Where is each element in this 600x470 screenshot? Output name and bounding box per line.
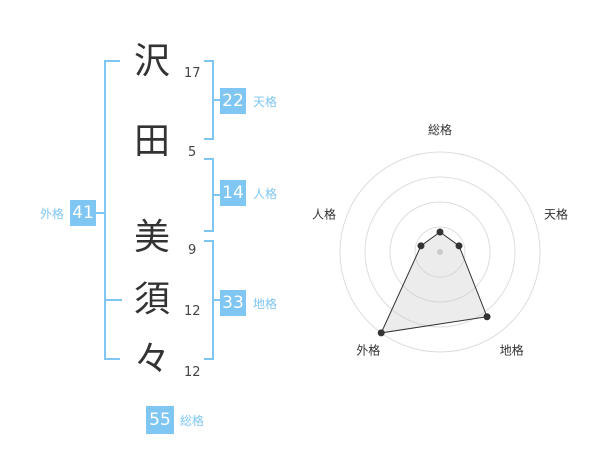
radar-point-2 (455, 242, 463, 250)
stroke-count-2: 5 (188, 145, 197, 160)
stroke-count-5: 12 (184, 365, 201, 380)
chikaku-bracket (204, 240, 220, 360)
tenkaku-label: 天格 (253, 95, 278, 109)
radar-point-5 (417, 242, 425, 250)
jinkaku-bracket (204, 158, 220, 232)
radar-axis-label-3: 地格 (500, 343, 524, 358)
chikaku-label: 地格 (253, 297, 278, 311)
gaikaku-bracket (96, 60, 122, 360)
stroke-count-3: 9 (188, 243, 197, 258)
gaikaku-value-badge: 41 (70, 200, 96, 226)
radar-axis-label-4: 外格 (356, 343, 380, 358)
soukaku-label: 総格 (180, 414, 205, 428)
name-char-5: 々 (133, 339, 170, 380)
gaikaku-label: 外格 (40, 207, 65, 221)
tenkaku-bracket (204, 60, 220, 140)
jinkaku-label: 人格 (253, 187, 278, 201)
radar-series-polygon (380, 231, 488, 334)
radar-ring (389, 201, 491, 303)
radar-point-1 (436, 228, 444, 236)
radar-axis-label-1: 総格 (428, 122, 452, 137)
radar-axis-label-2: 天格 (544, 206, 568, 221)
radar-point-4 (377, 329, 385, 337)
chikaku-value-badge: 33 (220, 290, 246, 316)
tenkaku-value-badge: 22 (220, 88, 246, 114)
radar-axis-label-5: 人格 (312, 206, 336, 221)
name-char-1: 沢 (133, 41, 170, 82)
name-char-2: 田 (133, 121, 170, 162)
radar-point-3 (483, 313, 491, 321)
jinkaku-value-badge: 14 (220, 180, 246, 206)
soukaku-value-badge: 55 (146, 406, 174, 434)
stroke-count-1: 17 (184, 66, 201, 81)
stroke-count-4: 12 (184, 304, 201, 319)
radar-ring (339, 151, 541, 353)
radar-ring (414, 226, 466, 278)
radar-ring (364, 176, 516, 328)
name-char-3: 美 (133, 217, 170, 258)
name-char-4: 須 (133, 279, 170, 320)
radar-center (437, 249, 443, 255)
